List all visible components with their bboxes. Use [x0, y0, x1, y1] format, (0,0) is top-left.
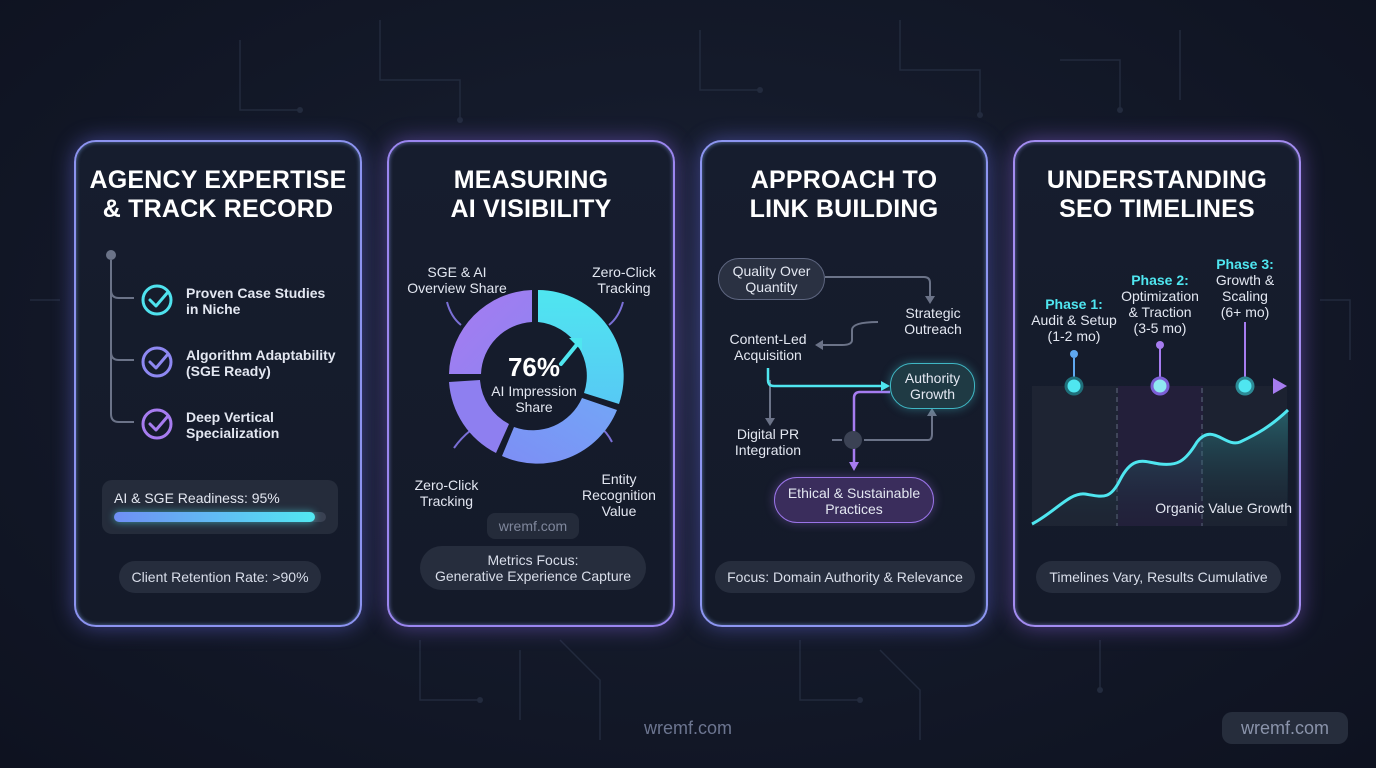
phase-2-marker: [1150, 376, 1170, 396]
metrics-focus-badge: Metrics Focus: Generative Experience Cap…: [420, 546, 646, 590]
node-strategic-outreach: Strategic Outreach: [904, 305, 962, 337]
expertise-tree-lines: [106, 250, 134, 423]
label-zero-click-top: Zero-Click Tracking: [592, 264, 656, 296]
item-vertical-specialization: Deep Vertical Specialization: [186, 409, 280, 441]
node-quality-over-quantity: Quality Over Quantity: [718, 258, 825, 300]
junction-node: [844, 431, 862, 449]
watermark-badge: wremf.com: [487, 513, 579, 539]
card-ai-visibility: MEASURING AI VISIBILITY SGE & AI Overvie…: [387, 140, 675, 627]
card-title: UNDERSTANDING SEO TIMELINES: [1046, 166, 1268, 223]
label-entity-recognition: Entity Recognition Value: [582, 471, 656, 519]
readiness-label: AI & SGE Readiness: 95%: [114, 490, 280, 506]
link-flow-diagram: [765, 276, 937, 471]
footer-watermark: wremf.com: [643, 718, 732, 738]
card-link-building: APPROACH TO LINK BUILDING Quality Over: [700, 140, 988, 627]
card-seo-timelines: UNDERSTANDING SEO TIMELINES: [1013, 140, 1301, 627]
donut-chart: [446, 290, 624, 464]
check-circle-icon: [141, 408, 173, 440]
node-ethical-practices: Ethical & Sustainable Practices: [774, 477, 934, 523]
label-sge-overview-share: SGE & AI Overview Share: [407, 264, 507, 296]
curve-label: Organic Value Growth: [1155, 500, 1292, 516]
growth-curve: [1031, 408, 1290, 526]
item-algorithm-adaptability: Algorithm Adaptability (SGE Ready): [186, 347, 336, 379]
node-content-led-acquisition: Content-Led Acquisition: [729, 331, 807, 363]
readiness-bar-fill: [114, 512, 316, 522]
readiness-bar-track: [114, 512, 326, 522]
check-circle-icon: [141, 346, 173, 378]
trend-arrow-icon: [559, 340, 581, 366]
retention-badge: Client Retention Rate: >90%: [119, 561, 321, 593]
donut-center-value: 76%: [507, 352, 561, 382]
domain-focus-badge: Focus: Domain Authority & Relevance: [715, 561, 975, 593]
phase-1-label: Phase 1: Audit & Setup (1-2 mo): [1031, 296, 1117, 344]
item-case-studies: Proven Case Studies in Niche: [186, 285, 326, 317]
phase-1-marker: [1064, 376, 1084, 396]
check-circle-icon: [141, 284, 173, 316]
card-agency-expertise: AGENCY EXPERTISE & TRACK RECORD Proven C…: [74, 140, 362, 627]
timeline-chart: [1031, 322, 1290, 526]
card-title: APPROACH TO LINK BUILDING: [749, 166, 939, 223]
segment-violet-low: [449, 380, 509, 453]
readiness-panel: AI & SGE Readiness: 95%: [102, 480, 338, 534]
node-digital-pr: Digital PR Integration: [734, 426, 802, 458]
timeline-arrow-icon: [1273, 378, 1287, 394]
phase-3-label: Phase 3: Growth & Scaling (6+ mo): [1215, 256, 1275, 320]
timelines-footer-badge: Timelines Vary, Results Cumulative: [1036, 561, 1281, 593]
segment-violet-high: [449, 290, 532, 374]
card-title: AGENCY EXPERTISE & TRACK RECORD: [89, 166, 347, 223]
footer-watermark-badge: wremf.com: [1222, 712, 1348, 744]
phase-2-label: Phase 2: Optimization & Traction (3-5 mo…: [1121, 272, 1199, 336]
segment-blue: [502, 398, 617, 464]
card-title: MEASURING AI VISIBILITY: [450, 166, 612, 223]
label-zero-click-bottom: Zero-Click Tracking: [414, 477, 479, 509]
node-authority-growth: Authority Growth: [890, 363, 975, 409]
donut-center-label: AI Impression Share: [491, 383, 577, 415]
phase-3-marker: [1235, 376, 1255, 396]
